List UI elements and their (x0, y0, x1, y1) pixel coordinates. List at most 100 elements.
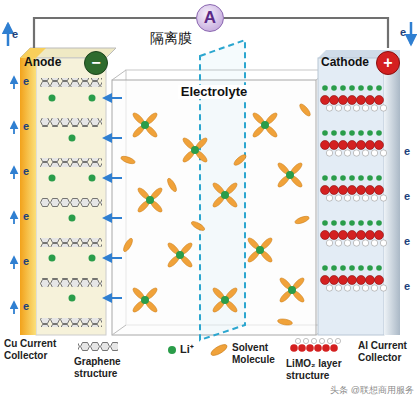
circuit-wire (224, 18, 388, 48)
collector-label: Cu Current Collector (4, 338, 70, 361)
collector-label: Al Current Collector (358, 340, 416, 363)
limo2-icon (303, 338, 308, 343)
li-ion (176, 251, 184, 259)
metal-oxide-atom (357, 96, 366, 105)
electron-arrow (7, 24, 10, 46)
solvent-icon (209, 342, 228, 357)
watermark: 头条 @联想商用服务 (300, 385, 414, 395)
legend-text: Solvent Molecule (232, 342, 284, 365)
oxygen-atom (344, 285, 350, 291)
solvent-molecule (298, 102, 312, 117)
oxygen-atom (335, 105, 341, 111)
electron-label: e (404, 235, 410, 248)
metal-oxide-atom (348, 186, 357, 195)
li-ion (358, 85, 364, 91)
li-ion (69, 135, 76, 142)
li-ion (49, 255, 56, 262)
oxygen-atom (335, 285, 341, 291)
metal-oxide-atom (339, 276, 348, 285)
electrolyte-contents (120, 102, 312, 326)
ammeter: A (196, 4, 224, 32)
oxygen-atom (326, 105, 332, 111)
oxygen-atom (353, 285, 359, 291)
ion-flow-arrow (104, 177, 122, 179)
electron-label: e (23, 75, 29, 88)
graphene-sheet (40, 78, 102, 87)
metal-oxide-atom (348, 276, 357, 285)
limo2-icon (311, 338, 316, 343)
metal-oxide-atom (357, 231, 366, 240)
limo2-layers (290, 85, 386, 352)
limo2-icon (335, 338, 340, 343)
metal-oxide-atom (330, 96, 339, 105)
li-ion (322, 85, 328, 91)
limo2-icon (322, 344, 330, 352)
graphene-sheet (40, 318, 102, 327)
legend-text: Graphene structure (74, 356, 138, 379)
li-ion (221, 296, 229, 304)
li-ion (331, 265, 337, 271)
metal-oxide-atom (366, 186, 375, 195)
oxygen-atom (380, 240, 386, 246)
electron-arrow (13, 257, 15, 269)
li-ion (349, 265, 355, 271)
li-ion (376, 175, 382, 181)
metal-oxide-atom (321, 231, 330, 240)
metal-oxide-atom (321, 276, 330, 285)
limo2-icon (298, 344, 306, 352)
limo2-icon (290, 344, 298, 352)
oxygen-atom (335, 150, 341, 156)
metal-oxide-atom (321, 96, 330, 105)
li-ion (141, 296, 149, 304)
positive-terminal: + (376, 51, 400, 75)
li-ion (322, 265, 328, 271)
legend-icons (78, 342, 229, 358)
li-ion (261, 121, 269, 129)
li-ion (376, 85, 382, 91)
oxygen-atom (362, 105, 368, 111)
oxygen-atom (371, 195, 377, 201)
graphene-layers (14, 77, 122, 327)
limo2-icon (295, 338, 300, 343)
oxygen-atom (362, 240, 368, 246)
electrolyte-box: Electrolyte (112, 80, 316, 335)
li-ion (376, 220, 382, 226)
li-ion (191, 146, 199, 154)
li-ion (256, 246, 264, 254)
metal-oxide-atom (330, 141, 339, 150)
metal-oxide-atom (348, 231, 357, 240)
li-ion (349, 220, 355, 226)
cathode-illustration (318, 50, 400, 335)
metal-oxide-atom (321, 141, 330, 150)
oxygen-atom (326, 150, 332, 156)
symbol-text: − (91, 54, 100, 72)
li-ion (49, 175, 56, 182)
graphene-body (36, 58, 106, 335)
oxygen-atom (335, 195, 341, 201)
li-ion (340, 175, 346, 181)
metal-oxide-atom (366, 141, 375, 150)
metal-oxide-atom (321, 186, 330, 195)
li-ion (340, 220, 346, 226)
electron-label: e (23, 255, 29, 268)
electron-arrow (13, 77, 15, 89)
legend-text: LiMO₂ layer structure (286, 358, 352, 381)
electron-label: e (23, 300, 29, 313)
li-ion (376, 130, 382, 136)
oxygen-atom (371, 240, 377, 246)
metal-oxide-atom (357, 276, 366, 285)
oxygen-atom (353, 150, 359, 156)
li-ion (331, 85, 337, 91)
symbol-text: + (383, 54, 392, 72)
oxygen-atom (344, 195, 350, 201)
oxygen-atom (353, 195, 359, 201)
oxygen-atom (326, 240, 332, 246)
oxygen-atom (362, 150, 368, 156)
solvent-molecule (166, 177, 178, 193)
li-ion (89, 95, 96, 102)
li-ion (340, 85, 346, 91)
panel-title: Anode (24, 56, 61, 69)
metal-oxide-atom (357, 141, 366, 150)
electron-arrow (410, 22, 413, 44)
oxygen-atom (344, 150, 350, 156)
